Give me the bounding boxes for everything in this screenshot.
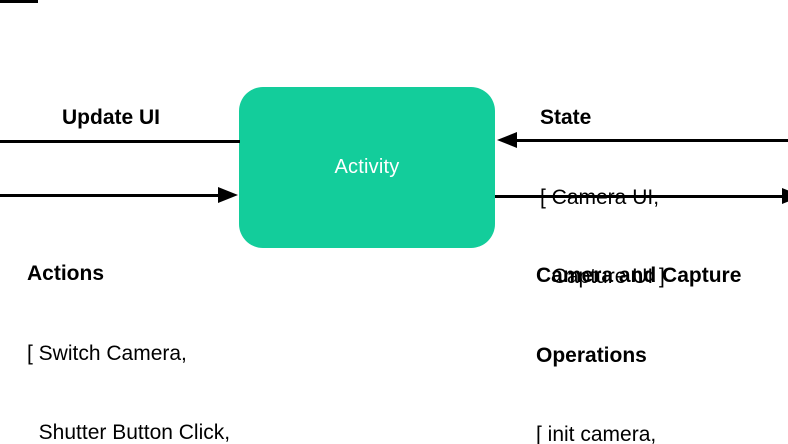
state-title: State <box>540 106 592 129</box>
activity-label: Activity <box>334 156 400 178</box>
operations-title-line: Operations <box>536 343 647 367</box>
actions-arrow-line <box>0 194 221 197</box>
update-ui-label: Update UI <box>62 106 161 129</box>
actions-block: Actions [ Switch Camera, Shutter Button … <box>27 208 281 444</box>
operations-block: Camera and Capture Operations [ init cam… <box>536 210 741 444</box>
arrowhead-right-icon <box>218 187 238 203</box>
state-block: State [ Camera UI, Capture UI ] <box>540 52 665 344</box>
state-item: Capture UI ] <box>540 265 665 288</box>
arrowhead-right-icon <box>782 188 788 204</box>
state-arrow-line <box>513 139 788 142</box>
actions-title: Actions <box>27 262 105 285</box>
activity-node: Activity <box>239 87 495 248</box>
state-item: [ Camera UI, <box>540 185 665 212</box>
operations-title-line: Camera and Capture <box>536 264 742 287</box>
actions-item: [ Switch Camera, <box>27 341 187 365</box>
top-left-bar <box>0 0 38 3</box>
operations-item: [ init camera, <box>536 423 657 444</box>
actions-item: Shutter Button Click, <box>27 421 231 444</box>
update-ui-arrow-line <box>0 140 240 143</box>
operations-arrow-line <box>495 195 788 198</box>
arrowhead-left-icon <box>497 132 517 148</box>
